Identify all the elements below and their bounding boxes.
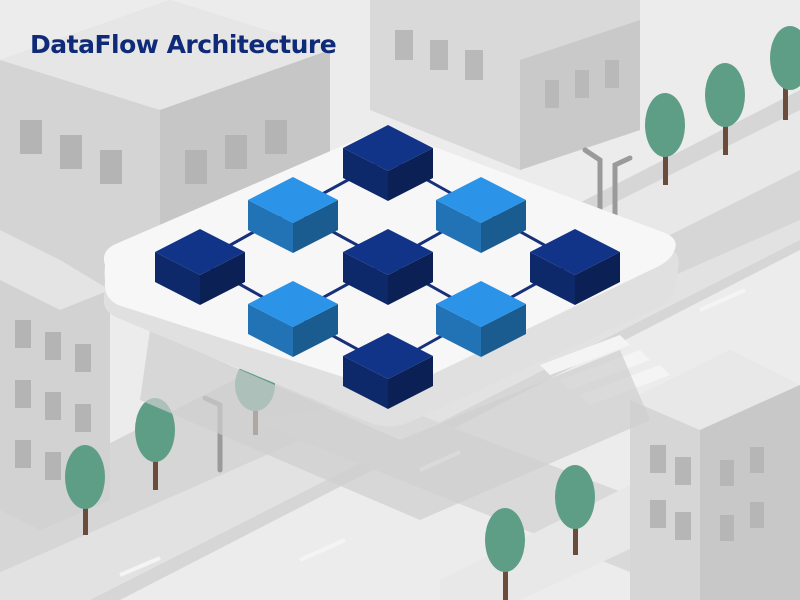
node-top [343,125,433,201]
node-upper-left [248,177,338,253]
node-bottom [343,333,433,409]
tree [705,63,745,155]
node-lower-right [436,281,526,357]
node-upper-right [436,177,526,253]
node-left [155,229,245,305]
tree [135,398,175,490]
tree [65,445,105,535]
tree [770,26,800,120]
building-right-lower [630,350,800,600]
page-title: DataFlow Architecture [30,30,337,59]
building-top-center [370,0,640,170]
tree [485,508,525,600]
node-lower-left [248,281,338,357]
node-center [343,229,433,305]
tree [555,465,595,555]
tree [645,93,685,185]
node-grid [155,125,620,409]
platform-shadow [140,330,650,520]
node-right [530,229,620,305]
